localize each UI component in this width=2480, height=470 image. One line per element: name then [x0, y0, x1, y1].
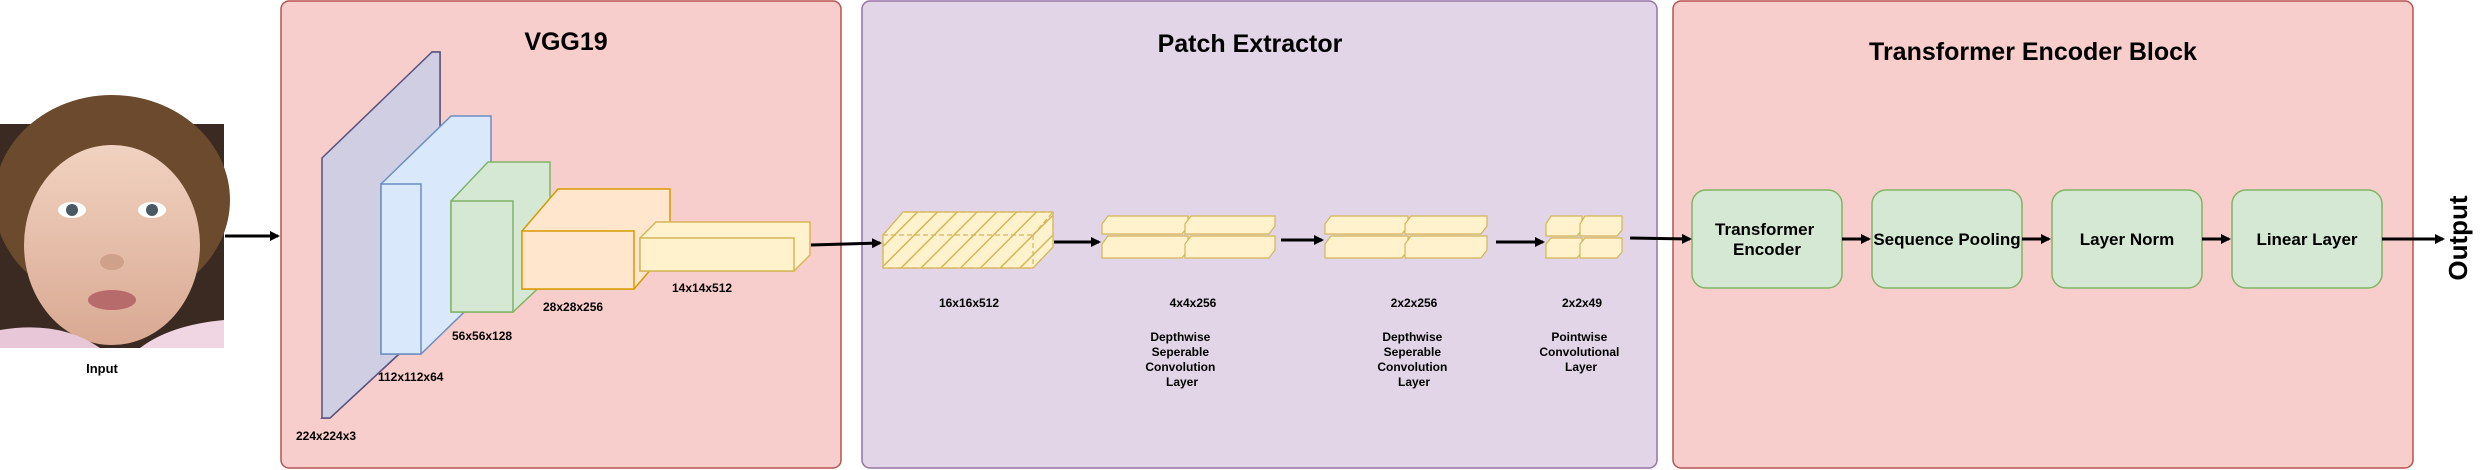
output-label: Output — [2443, 195, 2473, 281]
vgg-layer-1-label: 112x112x64 — [378, 370, 444, 384]
patch-stage-1-size: 4x4x256 — [1170, 296, 1217, 310]
transformer-block-2-label: Layer Norm — [2080, 230, 2174, 249]
patch-stage-2-size: 2x2x256 — [1391, 296, 1438, 310]
vgg-layer-4-label: 14x14x512 — [672, 281, 732, 295]
transformer-block-2: Layer Norm — [2052, 190, 2202, 288]
patch-stage-2 — [1325, 216, 1487, 258]
vgg-layer-0-label: 224x224x3 — [296, 429, 356, 443]
arrow-vgg-to-patch — [811, 243, 880, 245]
input-image — [0, 95, 230, 348]
patch-stage-0-size: 16x16x512 — [939, 296, 999, 310]
patch-stage-0 — [883, 212, 1053, 268]
vgg-layer-2-label: 56x56x128 — [452, 329, 512, 343]
transformer-block-0: Transformer Encoder — [1692, 190, 1842, 288]
patch-stage-3-size: 2x2x49 — [1562, 296, 1602, 310]
input-label: Input — [86, 361, 118, 376]
transformer-block-3-label: Linear Layer — [2256, 230, 2357, 249]
transformer-title: Transformer Encoder Block — [1869, 38, 2197, 66]
patch-stage-1 — [1102, 216, 1275, 258]
vgg-title: VGG19 — [524, 28, 607, 56]
vgg-layer-3-label: 28x28x256 — [543, 300, 603, 314]
transformer-block-1: Sequence Pooling — [1872, 190, 2022, 288]
transformer-block-1-label: Sequence Pooling — [1873, 230, 2020, 249]
patch-extractor-title: Patch Extractor — [1158, 30, 1343, 58]
vgg-layer-4 — [640, 222, 810, 271]
transformer-block-3: Linear Layer — [2232, 190, 2382, 288]
arrow-patch-to-transformer — [1630, 238, 1690, 239]
